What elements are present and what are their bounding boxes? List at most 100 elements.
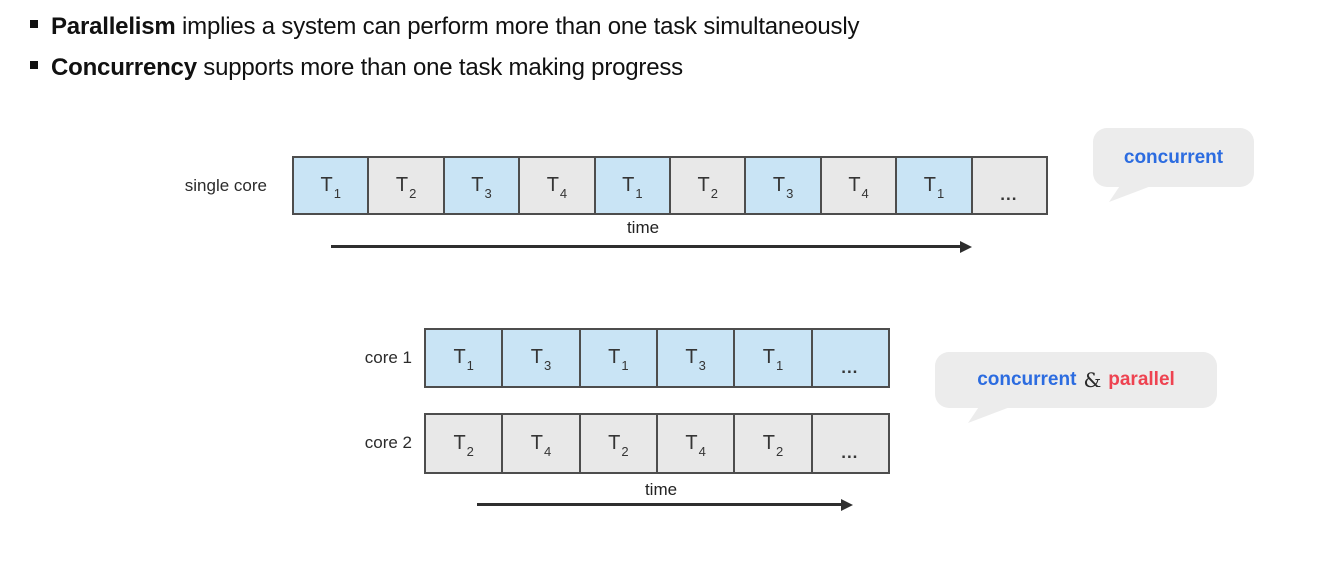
task-name: T bbox=[608, 431, 621, 454]
time-arrow bbox=[477, 499, 853, 510]
task-name: T bbox=[395, 173, 409, 196]
task-name: T bbox=[762, 346, 775, 368]
task-cell: T4 bbox=[819, 158, 896, 213]
task-subscript: 2 bbox=[710, 185, 718, 201]
task-label: ... bbox=[841, 358, 859, 379]
task-cell: T2 bbox=[426, 415, 502, 472]
task-label: T3 bbox=[772, 173, 793, 201]
task-label: T2 bbox=[395, 173, 416, 201]
task-cell: ... bbox=[970, 158, 1047, 213]
task-name: T bbox=[453, 346, 466, 368]
task-name: T bbox=[697, 173, 710, 196]
bullet-concurrency: Concurrency supports more than one task … bbox=[30, 47, 859, 88]
bullet-list: Parallelism implies a system can perform… bbox=[30, 6, 859, 88]
task-cell: T2 bbox=[669, 158, 745, 213]
task-subscript: 4 bbox=[559, 185, 568, 201]
task-name: T bbox=[848, 173, 861, 196]
parallel-label: parallel bbox=[1108, 369, 1175, 390]
task-subscript: 3 bbox=[698, 358, 706, 373]
task-label: T2 bbox=[762, 431, 783, 459]
bullet-lead-word: Concurrency bbox=[51, 54, 197, 81]
task-cell: T3 bbox=[744, 158, 820, 213]
task-name: T bbox=[772, 173, 786, 196]
task-cell: T2 bbox=[578, 415, 656, 472]
task-subscript: 2 bbox=[621, 443, 629, 459]
task-label: T1 bbox=[320, 173, 340, 201]
task-subscript: 1 bbox=[333, 185, 341, 201]
task-cell: T3 bbox=[655, 330, 734, 386]
core-2-timeline: T2 T4 T2 T4 T2 ... bbox=[424, 413, 890, 474]
task-cell: T1 bbox=[426, 330, 502, 386]
task-cell: T4 bbox=[518, 158, 594, 213]
task-label: T2 bbox=[453, 433, 473, 459]
task-label: T3 bbox=[530, 346, 551, 373]
task-cell: T1 bbox=[895, 158, 971, 213]
task-label: T4 bbox=[848, 173, 868, 201]
task-name: T bbox=[608, 346, 621, 368]
task-subscript: 2 bbox=[775, 443, 784, 459]
single-core-timeline: T1 T2 T3 T4 T1 T2 T3 T4 T1 ... bbox=[292, 156, 1048, 215]
task-subscript: 1 bbox=[621, 358, 629, 373]
label-core-1: core 1 bbox=[364, 348, 412, 367]
task-subscript: 1 bbox=[635, 185, 643, 201]
time-arrow bbox=[331, 241, 972, 252]
task-cell: ... bbox=[810, 415, 888, 472]
task-label: T3 bbox=[685, 346, 705, 373]
bullet-parallelism: Parallelism implies a system can perform… bbox=[30, 6, 859, 47]
core-1-timeline: T1 T3 T1 T3 T1 ... bbox=[424, 328, 890, 388]
task-subscript: 4 bbox=[543, 443, 552, 459]
bullet-square-icon bbox=[30, 20, 38, 28]
task-label: T1 bbox=[453, 346, 473, 373]
task-label: T1 bbox=[762, 346, 783, 373]
task-name: T bbox=[685, 431, 698, 454]
concurrent-label: concurrent bbox=[1123, 146, 1224, 168]
task-label: ... bbox=[841, 443, 859, 464]
task-cell: T1 bbox=[294, 158, 368, 213]
task-name: ... bbox=[841, 443, 859, 462]
task-label: T2 bbox=[697, 173, 718, 201]
task-label: T1 bbox=[924, 175, 944, 201]
task-name: T bbox=[320, 173, 333, 196]
task-label: T1 bbox=[622, 173, 642, 201]
task-cell: T3 bbox=[442, 158, 519, 213]
task-subscript: 1 bbox=[775, 358, 784, 373]
task-label: T1 bbox=[608, 346, 628, 373]
concurrent-label: concurrent bbox=[977, 369, 1077, 390]
bullet-rest-text: supports more than one task making progr… bbox=[196, 54, 683, 81]
task-label: T4 bbox=[546, 173, 567, 201]
task-label: T2 bbox=[608, 431, 628, 459]
task-label: T3 bbox=[471, 173, 491, 201]
bullet-square-icon bbox=[30, 61, 38, 69]
task-label: T4 bbox=[531, 433, 551, 459]
concurrent-speech-bubble: concurrent bbox=[1093, 128, 1254, 187]
task-subscript: 3 bbox=[786, 185, 794, 201]
task-name: ... bbox=[841, 357, 859, 377]
task-cell: ... bbox=[810, 330, 888, 386]
bullet-lead-word: Parallelism bbox=[51, 13, 176, 40]
task-name: T bbox=[685, 346, 698, 368]
task-subscript: 1 bbox=[466, 358, 474, 373]
task-label: T4 bbox=[685, 431, 705, 459]
task-name: T bbox=[622, 173, 635, 196]
ampersand-text: & bbox=[1083, 368, 1102, 392]
task-subscript: 2 bbox=[409, 185, 417, 201]
task-name: T bbox=[471, 173, 484, 196]
task-subscript: 3 bbox=[543, 358, 552, 373]
task-name: T bbox=[530, 346, 543, 368]
task-name: ... bbox=[1000, 185, 1018, 204]
task-label: ... bbox=[1000, 185, 1018, 206]
time-axis-label: time bbox=[644, 480, 678, 499]
task-cell: T1 bbox=[733, 330, 811, 386]
task-cell: T2 bbox=[733, 415, 811, 472]
task-cell: T1 bbox=[593, 158, 670, 213]
time-axis-label: time bbox=[626, 218, 660, 237]
task-subscript: 1 bbox=[936, 185, 945, 201]
task-subscript: 2 bbox=[466, 443, 474, 459]
task-cell: T3 bbox=[501, 330, 579, 386]
task-cell: T4 bbox=[655, 415, 734, 472]
task-name: T bbox=[546, 173, 559, 196]
task-cell: T4 bbox=[501, 415, 579, 472]
task-name: T bbox=[762, 431, 775, 454]
task-subscript: 4 bbox=[698, 443, 706, 459]
